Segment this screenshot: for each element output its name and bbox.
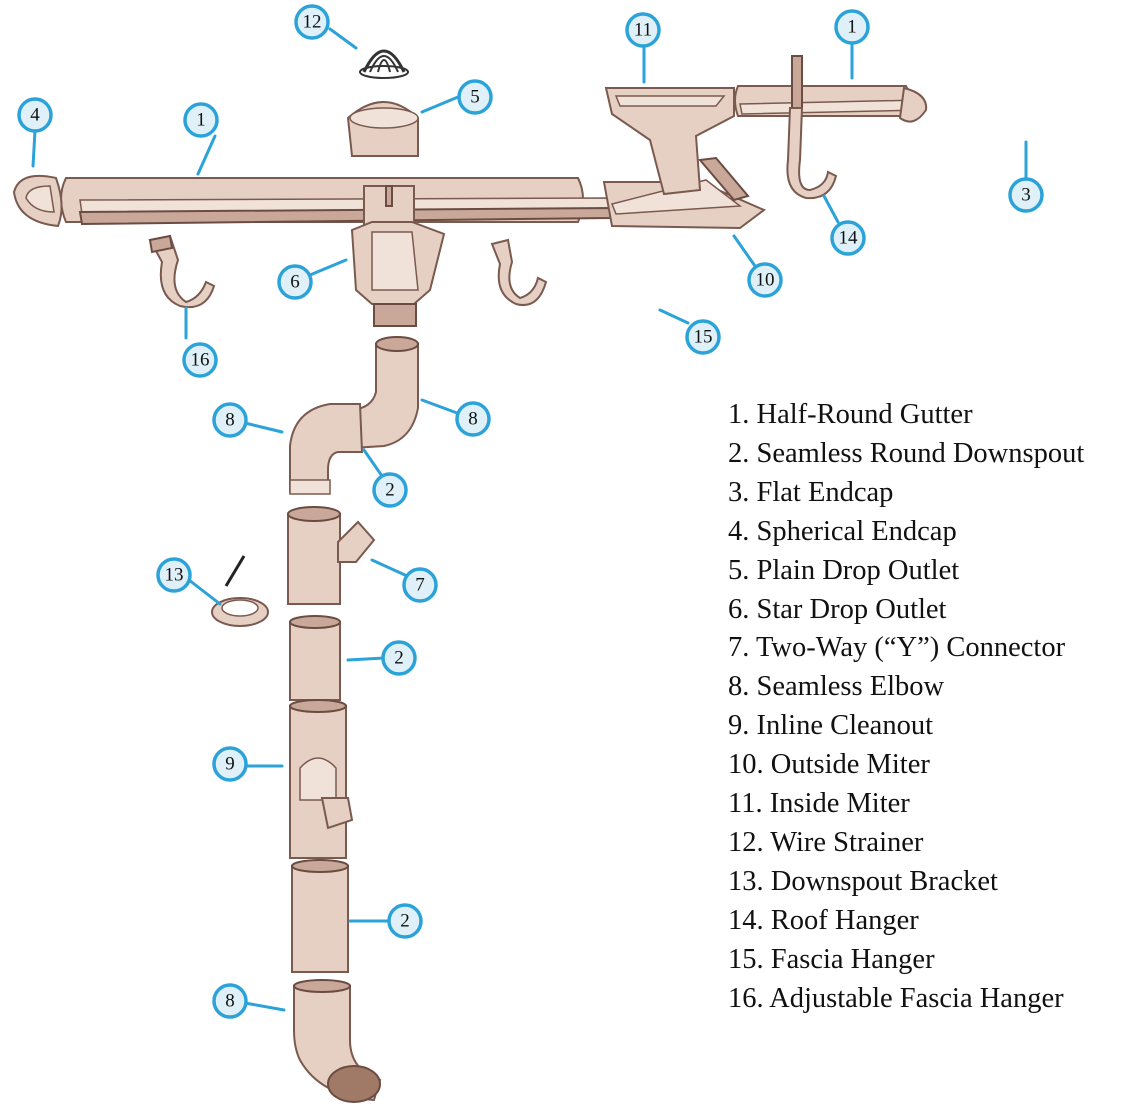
wire-strainer: [360, 51, 408, 78]
callout-number: 14: [839, 228, 859, 249]
callout-number: 2: [394, 648, 404, 669]
callout-10-outside-miter: 10: [749, 264, 781, 296]
plain-drop-outlet: [348, 102, 418, 156]
callout-number: 8: [225, 991, 235, 1012]
callout-number: 10: [756, 270, 775, 291]
callout-6-star-outlet: 6: [279, 266, 311, 298]
legend-item: 15. Fascia Hanger: [728, 941, 1084, 980]
callout-4-endcap: 4: [19, 99, 51, 131]
callout-11-inside-miter: 11: [627, 14, 659, 46]
callout-number: 8: [225, 410, 235, 431]
legend-item: 9. Inline Cleanout: [728, 707, 1084, 746]
half-round-gutter-right: [735, 86, 926, 122]
legend-item: 2. Seamless Round Downspout: [728, 435, 1084, 474]
legend-item: 14. Roof Hanger: [728, 902, 1084, 941]
seamless-elbow-upper: [290, 337, 418, 494]
callout-number: 5: [470, 87, 480, 108]
legend-item: 13. Downspout Bracket: [728, 863, 1084, 902]
inline-cleanout: [290, 700, 352, 858]
half-round-gutter-left: [61, 178, 612, 224]
spherical-endcap: [14, 176, 62, 226]
callout-2-downspout-middle: 2: [383, 642, 415, 674]
callout-8-elbow-right: 8: [457, 403, 489, 435]
callout-12-strainer: 12: [296, 6, 328, 38]
downspout-segment-1: [290, 616, 340, 700]
callout-number: 13: [165, 565, 184, 586]
legend-item: 16. Adjustable Fascia Hanger: [728, 980, 1084, 1019]
callout-number: 1: [196, 110, 206, 131]
adjustable-fascia-hanger: [150, 236, 214, 307]
legend-item: 4. Spherical Endcap: [728, 513, 1084, 552]
roof-hanger: [787, 56, 836, 198]
callout-15-fascia-hanger: 15: [687, 321, 719, 353]
legend-item: 3. Flat Endcap: [728, 474, 1084, 513]
callout-number: 9: [225, 754, 235, 775]
callout-1-gutter-right: 1: [836, 11, 868, 43]
callout-number: 1: [847, 17, 857, 38]
callout-14-roof-hanger: 14: [832, 222, 864, 254]
callout-3-flat-endcap: 3: [1010, 179, 1042, 211]
seamless-elbow-bottom: [294, 980, 380, 1102]
callout-number: 15: [694, 327, 713, 348]
callout-number: 2: [385, 480, 395, 501]
legend-item: 5. Plain Drop Outlet: [728, 552, 1084, 591]
downspout-bracket: [212, 556, 268, 626]
legend-item: 6. Star Drop Outlet: [728, 591, 1084, 630]
callout-number: 4: [30, 105, 40, 126]
callout-number: 2: [400, 911, 410, 932]
legend-item: 11. Inside Miter: [728, 785, 1084, 824]
legend-item: 7. Two-Way (“Y”) Connector: [728, 629, 1084, 668]
legend-item: 12. Wire Strainer: [728, 824, 1084, 863]
callout-5-plain-outlet: 5: [459, 81, 491, 113]
downspout-segment-2: [292, 860, 348, 972]
legend-item: 1. Half-Round Gutter: [728, 396, 1084, 435]
callout-1-gutter-left: 1: [185, 104, 217, 136]
callout-number: 6: [290, 272, 300, 293]
callout-8-elbow-bottom: 8: [214, 985, 246, 1017]
callout-number: 12: [303, 12, 322, 33]
fascia-hanger: [492, 240, 546, 305]
callout-number: 11: [634, 20, 652, 41]
callout-number: 8: [468, 409, 478, 430]
callout-16-adjustable-hanger: 16: [184, 344, 216, 376]
two-way-y-connector: [288, 507, 374, 604]
callout-8-elbow-left: 8: [214, 404, 246, 436]
callout-number: 16: [191, 350, 210, 371]
callout-number: 3: [1021, 185, 1031, 206]
callout-9-cleanout: 9: [214, 748, 246, 780]
callout-13-bracket: 13: [158, 559, 190, 591]
callout-2-downspout-lower: 2: [389, 905, 421, 937]
callout-2-downspout-upper: 2: [374, 474, 406, 506]
callout-number: 7: [415, 575, 425, 596]
legend-item: 10. Outside Miter: [728, 746, 1084, 785]
parts-legend: 1. Half-Round Gutter 2. Seamless Round D…: [728, 396, 1084, 1019]
legend-item: 8. Seamless Elbow: [728, 668, 1084, 707]
callout-7-y-connector: 7: [404, 569, 436, 601]
